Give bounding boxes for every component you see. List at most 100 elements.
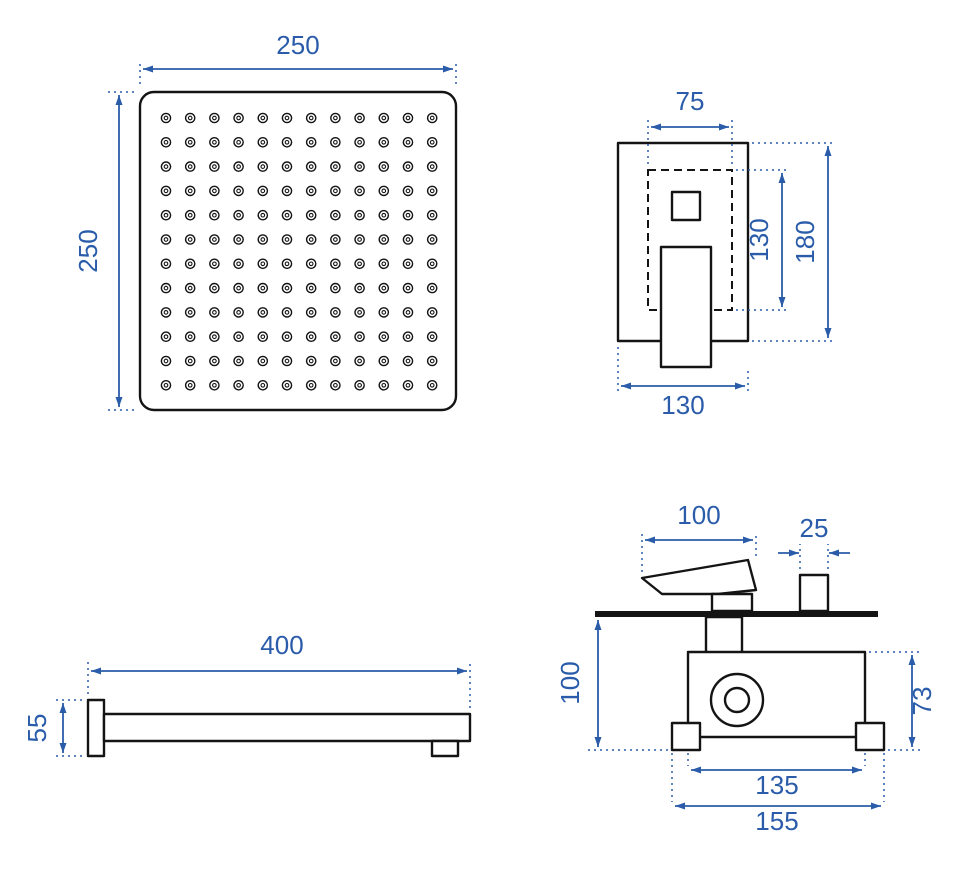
diverter-square	[670, 190, 702, 222]
nozzle-hole	[212, 358, 217, 364]
nozzle-ring	[402, 379, 414, 391]
nozzle-hole	[187, 285, 193, 291]
nozzle-ring	[233, 258, 244, 270]
nozzle-hole	[333, 382, 338, 388]
nozzle-hole	[357, 139, 362, 145]
nozzle-ring	[378, 136, 390, 148]
nozzle-hole	[212, 139, 217, 145]
dim-mixer-plate-height: 180	[752, 142, 836, 342]
nozzle-ring	[354, 185, 365, 197]
nozzle-ring	[402, 136, 414, 148]
nozzle-ring	[184, 355, 196, 367]
nozzle-hole	[236, 188, 241, 194]
dim-mixer-plate-width: 130	[617, 347, 749, 420]
nozzle-ring	[402, 258, 414, 270]
dim-label-mixer-plate-height: 180	[790, 220, 820, 263]
nozzle-hole	[163, 358, 169, 364]
nozzle-hole	[308, 358, 314, 364]
nozzle-hole	[381, 285, 387, 291]
nozzle-ring	[257, 355, 269, 367]
spout-stub	[798, 573, 830, 613]
dim-base-width: 155	[671, 753, 885, 836]
nozzle-ring	[378, 161, 390, 172]
nozzle-ring	[233, 234, 244, 245]
nozzle-hole	[236, 115, 241, 121]
dim-label-arm-length: 400	[260, 630, 303, 660]
nozzle-hole	[236, 237, 241, 242]
nozzle-ring	[330, 209, 341, 221]
nozzle-ring	[160, 379, 172, 391]
dim-label-arm-height: 55	[22, 714, 52, 743]
dim-label-mixer-depth: 100	[555, 661, 585, 704]
nozzle-ring	[281, 258, 293, 270]
handle-base	[710, 592, 754, 613]
nozzle-hole	[308, 237, 314, 242]
nozzle-hole	[212, 212, 217, 218]
nozzle-ring	[257, 331, 269, 343]
nozzle-ring	[160, 331, 172, 343]
nozzle-hole	[284, 115, 290, 121]
nozzle-ring	[233, 161, 244, 172]
nozzle-ring	[281, 307, 293, 318]
nozzle-hole	[260, 188, 266, 194]
nozzle-hole	[260, 285, 266, 291]
nozzle-hole	[357, 334, 362, 340]
nozzle-ring	[305, 136, 317, 148]
nozzle-hole	[212, 237, 217, 242]
nozzle-ring	[184, 331, 196, 343]
nozzle-hole	[163, 115, 169, 121]
nozzle-hole	[187, 212, 193, 218]
nozzle-ring	[305, 112, 317, 124]
nozzle-ring	[426, 379, 438, 391]
nozzle-hole	[381, 237, 387, 242]
nozzle-hole	[260, 358, 266, 364]
nozzle-hole	[163, 188, 169, 194]
dim-shower-head-width: 250	[139, 30, 457, 84]
nozzle-hole	[357, 237, 362, 242]
arm-tube	[102, 712, 472, 743]
nozzle-ring	[184, 307, 196, 318]
nozzle-ring	[281, 136, 293, 148]
nozzle-hole	[405, 382, 411, 388]
nozzle-hole	[260, 212, 266, 218]
nozzle-ring	[184, 258, 196, 270]
nozzle-ring	[330, 185, 341, 197]
nozzle-ring	[378, 209, 390, 221]
nozzle-ring	[426, 234, 438, 245]
nozzle-hole	[308, 139, 314, 145]
nozzle-ring	[305, 282, 317, 294]
nozzle-ring	[305, 331, 317, 343]
nozzle-ring	[209, 136, 220, 148]
nozzle-ring	[402, 112, 414, 124]
nozzle-hole	[333, 310, 338, 315]
nozzle-hole	[163, 212, 169, 218]
nozzle-hole	[308, 285, 314, 291]
nozzle-hole	[429, 139, 435, 145]
nozzle-hole	[357, 261, 362, 267]
nozzle-ring	[209, 209, 220, 221]
nozzle-ring	[233, 112, 244, 124]
nozzle-hole	[429, 237, 435, 242]
nozzle-ring	[426, 185, 438, 197]
nozzle-hole	[381, 212, 387, 218]
nozzle-hole	[308, 382, 314, 388]
nozzle-ring	[257, 307, 269, 318]
nozzle-hole	[308, 164, 314, 169]
nozzle-hole	[333, 212, 338, 218]
nozzle-ring	[281, 282, 293, 294]
body-neck	[704, 615, 744, 655]
nozzle-hole	[187, 139, 193, 145]
dim-mixer-depth: 100	[555, 620, 668, 751]
nozzle-hole	[357, 164, 362, 169]
nozzle-hole	[333, 164, 338, 169]
shower-head-plate	[138, 90, 458, 412]
nozzle-hole	[429, 310, 435, 315]
nozzle-hole	[333, 237, 338, 242]
dim-body-width: 135	[687, 753, 866, 800]
nozzle-hole	[381, 358, 387, 364]
shower-arm-side-view: 400 55	[22, 630, 472, 758]
nozzle-hole	[333, 139, 338, 145]
dim-mixer-top-width: 75	[647, 86, 733, 164]
mounting-surface	[595, 611, 878, 617]
nozzle-ring	[257, 282, 269, 294]
